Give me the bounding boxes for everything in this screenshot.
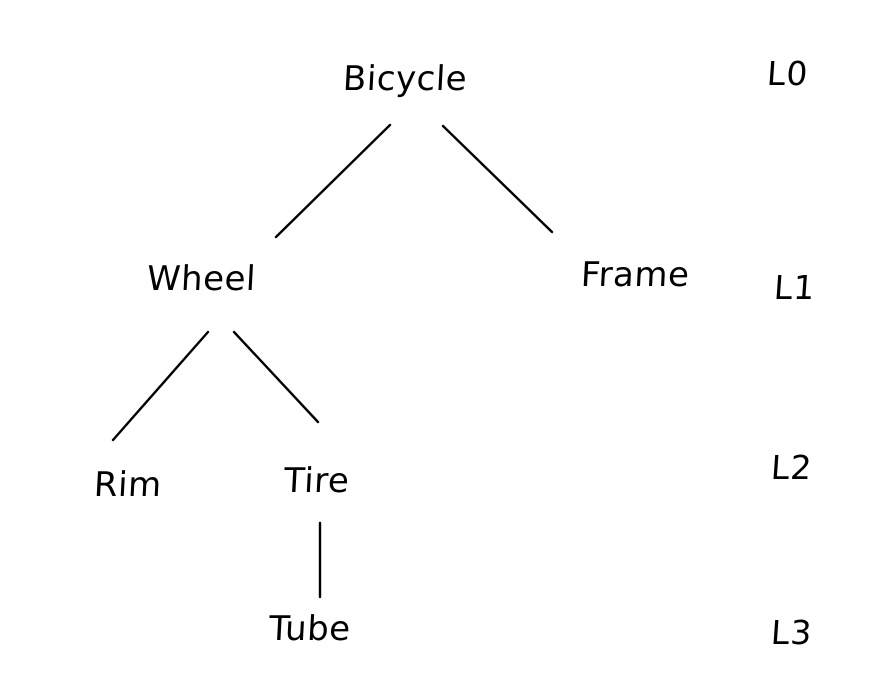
level-label-l1: L1: [772, 268, 817, 307]
level-label-l2: L2: [769, 448, 814, 487]
edge-bicycle-to-frame: [441, 124, 554, 234]
edge-bicycle-to-wheel: [274, 123, 392, 239]
node-wheel[interactable]: Wheel: [145, 259, 258, 299]
edge-wheel-to-rim: [111, 330, 210, 442]
edge-wheel-to-tire: [232, 330, 320, 424]
node-tube[interactable]: Tube: [267, 609, 352, 649]
level-label-l0: L0: [765, 54, 810, 93]
node-frame[interactable]: Frame: [579, 255, 691, 295]
node-rim[interactable]: Rim: [92, 465, 163, 505]
node-tire[interactable]: Tire: [282, 461, 351, 501]
level-label-l3: L3: [769, 613, 814, 652]
node-bicycle[interactable]: Bicycle: [341, 59, 469, 99]
